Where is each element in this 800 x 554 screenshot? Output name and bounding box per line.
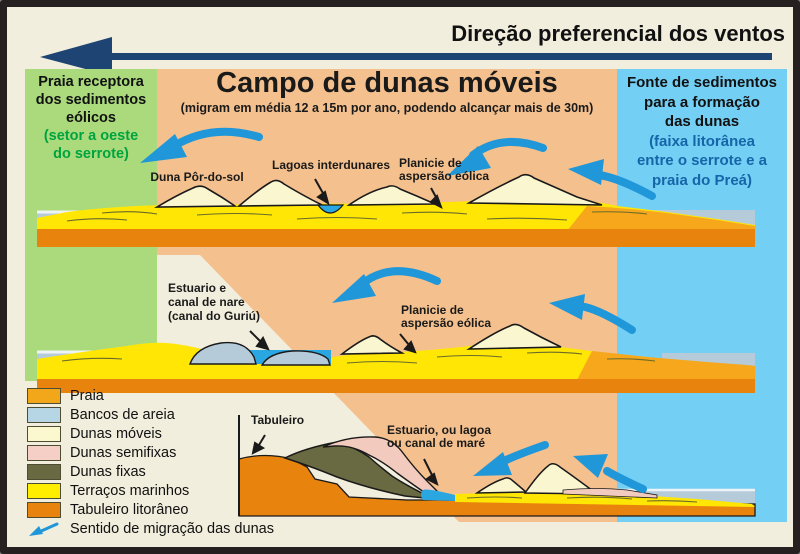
- legend-row-dunas-semifixas: Dunas semifixas: [27, 443, 327, 462]
- dunes-row2: [339, 323, 562, 355]
- label-lagoas-interdunares: Lagoas interdunares: [271, 158, 391, 172]
- pointer-estuario-r3: [423, 458, 439, 486]
- estuary-water-row3: [421, 489, 455, 501]
- dunes-row1: [154, 173, 603, 208]
- legend-swatch-praia: [27, 387, 61, 404]
- cross-section-row3: [238, 415, 756, 517]
- interdune-lagoon: [316, 204, 345, 214]
- page-title: Direção preferencial dos ventos: [451, 21, 785, 46]
- sand-marks-row3: [466, 496, 698, 503]
- wind-migration-arrows: [140, 127, 656, 493]
- legend-row-praia: Praia: [27, 386, 327, 405]
- label-tabuleiro: Tabuleiro: [251, 413, 305, 427]
- legend-swatch-tabuleiro: [27, 501, 61, 518]
- pointer-estuario-r2: [249, 330, 270, 351]
- wind-arrow-r2-right: [549, 294, 636, 334]
- center-panel-title: Campo de dunas móveis: [216, 67, 558, 99]
- wind-direction-arrow: [40, 37, 772, 76]
- wind-arrow-r3-left: [473, 441, 549, 476]
- wind-arrow-r1-left: [140, 127, 263, 163]
- terrace-row2: [37, 341, 755, 380]
- legend-row-dunas-fixas: Dunas fixas: [27, 462, 327, 481]
- legend-row-migration: Sentido de migração das dunas: [27, 519, 327, 538]
- label-planicie-row2: Planicie de aspersão eólica: [401, 303, 492, 330]
- label-estuario-row2: Estuario e canal de nare (canal do Guriú…: [168, 281, 261, 323]
- legend-row-tabuleiro-litoraneo: Tabuleiro litorâneo: [27, 500, 327, 519]
- legend-row-terracos-marinhos: Terraços marinhos: [27, 481, 327, 500]
- blue-panel: [617, 69, 787, 522]
- migration-arrow-icon: [29, 522, 59, 536]
- cross-section-row1: [37, 173, 755, 247]
- center-panel-subtitle: (migram em média 12 a 15m por ano, poden…: [180, 101, 594, 115]
- pointer-planicie-r2: [399, 333, 417, 354]
- legend-swatch-dunas-fixas: [27, 463, 61, 480]
- sandbanks-row2: [189, 341, 331, 366]
- wind-arrow-r2-center: [332, 267, 441, 303]
- pointer-lagoas: [314, 178, 330, 206]
- legend-swatch-bancos: [27, 406, 61, 423]
- tabuleiro-bar-row2: [37, 379, 755, 393]
- pointer-planicie-r1: [429, 187, 443, 210]
- label-duna-por-do-sol: Duna Pôr-do-sol: [150, 170, 244, 184]
- legend-swatch-dunas-semifixas: [27, 444, 61, 461]
- label-pointer-arrows: [249, 178, 443, 486]
- label-planicie-row1: Planicie de aspersão eólica: [399, 156, 490, 183]
- wind-arrow-r1-right: [568, 159, 656, 200]
- sand-marks-row1: [66, 211, 648, 222]
- legend: Praia Bancos de areia Dunas móveis Dunas…: [27, 386, 327, 538]
- terrace-row3: [455, 492, 755, 507]
- semifixas-sliver-row3: [562, 488, 658, 499]
- pointer-tabuleiro: [251, 434, 266, 455]
- wind-arrow-r3-right: [573, 454, 647, 493]
- legend-swatch-terracos: [27, 482, 61, 499]
- label-estuario-row3: Estuario, ou lagoa ou canal de maré: [387, 423, 492, 450]
- legend-row-dunas-moveis: Dunas móveis: [27, 424, 327, 443]
- tabuleiro-bar-row1: [37, 229, 755, 247]
- dunes-row3: [474, 463, 600, 495]
- dune-diagram-scene: [25, 37, 787, 522]
- sand-marks-row2: [61, 351, 656, 364]
- right-panel-text: Fonte de sedimentos para a formação das …: [626, 74, 778, 189]
- wind-arrow-r1-center: [447, 137, 547, 176]
- legend-swatch-dunas-moveis: [27, 425, 61, 442]
- cross-section-row2: [37, 323, 755, 393]
- legend-row-bancos-de-areia: Bancos de areia: [27, 405, 327, 424]
- left-panel-text: Praia receptora dos sedimentos eólicos (…: [35, 74, 147, 162]
